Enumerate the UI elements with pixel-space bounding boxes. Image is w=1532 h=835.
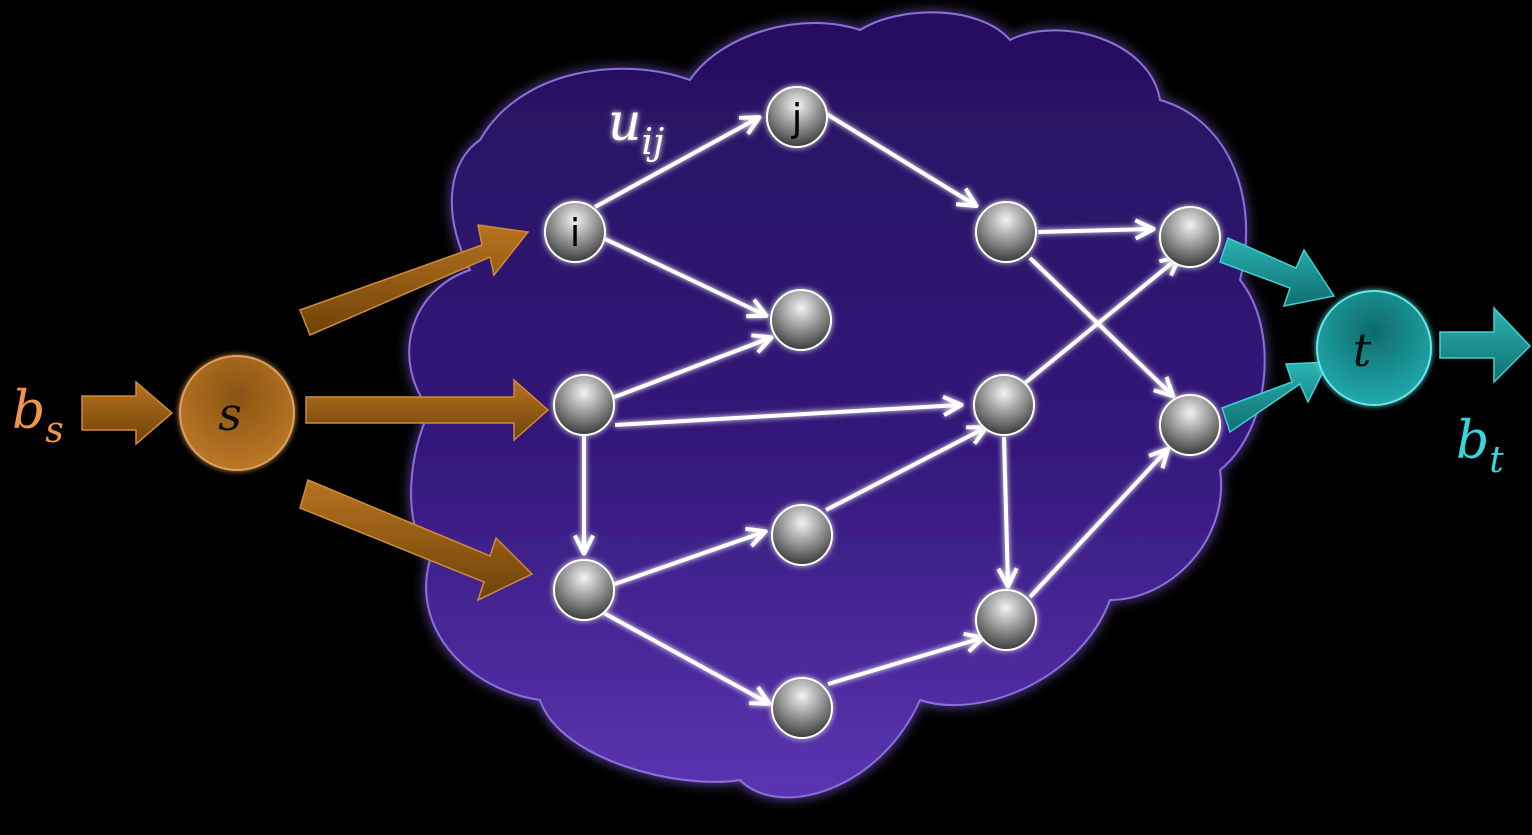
supply-sub: s: [45, 410, 63, 451]
network-nodes: [544, 86, 1221, 739]
node-n4: [770, 289, 832, 351]
node-n6: [553, 559, 615, 621]
edge-n7-n11: [1023, 258, 1178, 385]
capacity-sub: ij: [642, 122, 665, 163]
node-i-label: i: [570, 211, 581, 255]
supply-label: bs: [12, 381, 64, 451]
node-j-label: j: [791, 96, 803, 140]
cloud-shape: [408, 11, 1266, 799]
edge-n10-n12: [1028, 450, 1167, 599]
demand-label: bt: [1456, 411, 1504, 481]
sink-label: t: [1353, 323, 1372, 377]
edge-n3-n11: [1037, 229, 1152, 232]
edge-n6-n8: [611, 532, 764, 587]
edge-n3-n12: [1028, 256, 1172, 395]
node-j: [766, 86, 828, 148]
source-circle: [179, 355, 295, 471]
node-n8: [771, 504, 833, 566]
sink-arrows: [1219, 236, 1532, 434]
edge-n9-n10: [827, 638, 982, 686]
node-n3: [975, 201, 1037, 263]
demand-sub: t: [1489, 440, 1504, 481]
edge-i-j: [594, 118, 758, 209]
node-n12: [1159, 394, 1221, 456]
demand-main: b: [1456, 411, 1489, 471]
supply-arrow: [81, 380, 174, 446]
edge-n5-n7: [614, 405, 960, 427]
network-edges: [584, 111, 1178, 703]
node-i: [544, 201, 606, 263]
edge-n7-n10: [1004, 436, 1008, 585]
edge-j-n3: [823, 111, 975, 205]
lower-to-sink-arrow: [1221, 361, 1330, 434]
network-cloud: [408, 11, 1266, 799]
supply-main: b: [12, 381, 45, 441]
source-to-middle-arrow: [305, 378, 550, 442]
capacity-label: uij: [608, 93, 664, 163]
upper-to-sink-arrow: [1219, 236, 1336, 307]
source-arrows: [81, 224, 550, 602]
source-label: s: [218, 387, 242, 441]
node-n11: [1159, 206, 1221, 268]
demand-arrow: [1439, 306, 1532, 384]
source-to-i-arrow: [299, 224, 530, 336]
edge-i-n4: [602, 236, 765, 315]
node-n9: [771, 677, 833, 739]
edge-n6-n9: [601, 610, 768, 703]
source-node: s: [179, 355, 295, 471]
edge-n8-n7: [825, 428, 985, 512]
node-n5: [553, 374, 615, 436]
source-to-lower-arrow: [299, 478, 534, 602]
node-n7: [973, 374, 1035, 436]
capacity-main: u: [608, 93, 642, 153]
sink-node: t: [1316, 290, 1432, 406]
node-n10: [975, 589, 1037, 651]
sink-circle: [1316, 290, 1432, 406]
edge-n5-n4: [611, 338, 770, 400]
